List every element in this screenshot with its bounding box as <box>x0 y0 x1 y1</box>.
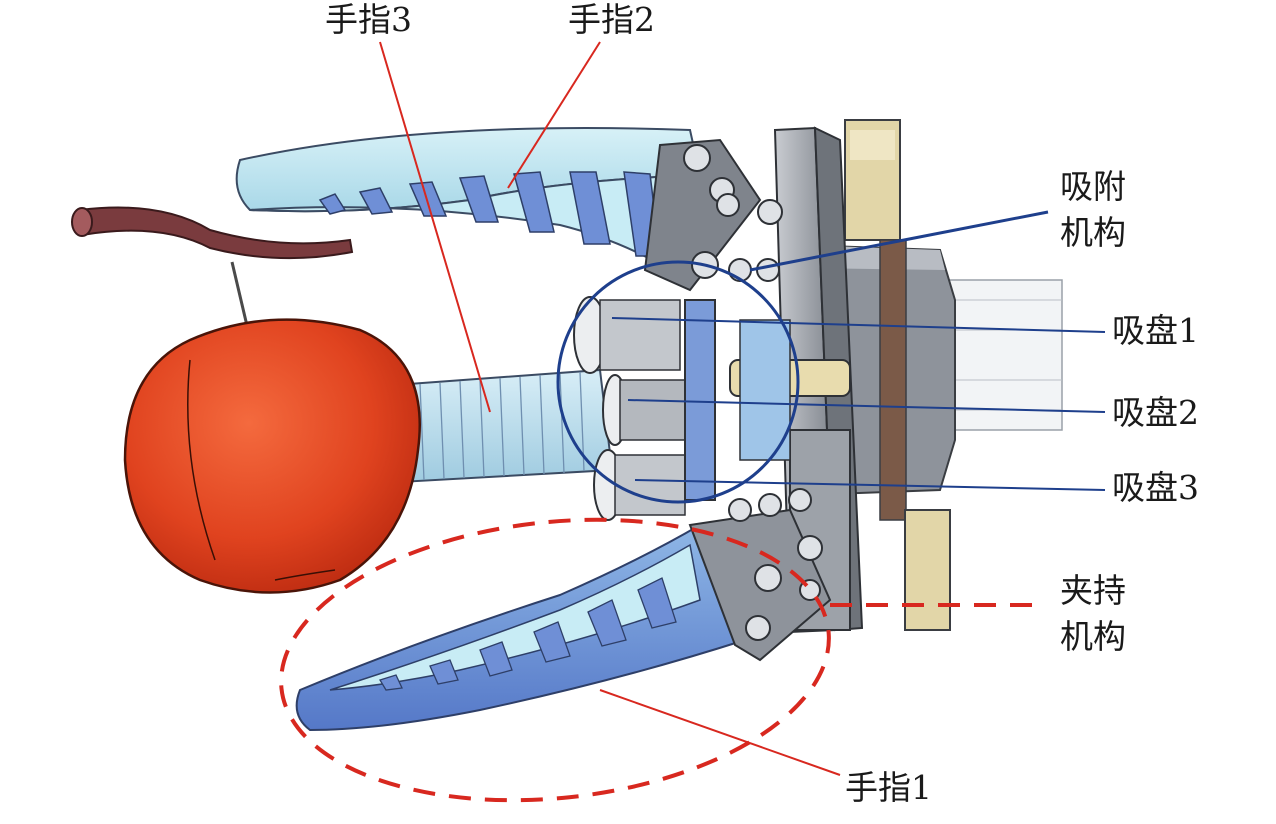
label-finger-3: 手指3 <box>325 0 412 39</box>
leader-finger-1 <box>599 689 841 776</box>
finger-2-shape <box>235 127 762 292</box>
label-cup-2: 吸盘2 <box>1112 393 1199 432</box>
label-cup-3: 吸盘3 <box>1112 468 1199 507</box>
label-suction-mechanism-1: 吸附 <box>1060 167 1126 206</box>
leader-finger-2 <box>507 41 601 189</box>
leader-finger-3 <box>379 41 491 413</box>
label-finger-2: 手指2 <box>568 0 655 39</box>
clamp-mechanism-outline <box>279 517 831 803</box>
label-clamp-mechanism-1: 夹持 <box>1060 571 1126 610</box>
leader-suction-mechanism <box>749 210 1049 272</box>
leader-cup-2 <box>627 399 1106 413</box>
leader-cup-1 <box>611 317 1106 333</box>
label-finger-1: 手指1 <box>845 768 932 807</box>
apple <box>123 318 422 594</box>
apple-stem <box>71 206 354 331</box>
beige-blocks <box>844 119 951 631</box>
label-clamp-mechanism-2: 机构 <box>1060 617 1126 656</box>
suction-mechanism-outline <box>556 260 800 504</box>
finger-3-shape <box>393 368 614 484</box>
label-suction-mechanism-2: 机构 <box>1060 213 1126 252</box>
leader-cup-3 <box>634 479 1106 491</box>
leader-lines <box>379 41 1106 776</box>
lower-joint-bolts <box>728 488 823 641</box>
label-cup-1: 吸盘1 <box>1112 311 1199 350</box>
